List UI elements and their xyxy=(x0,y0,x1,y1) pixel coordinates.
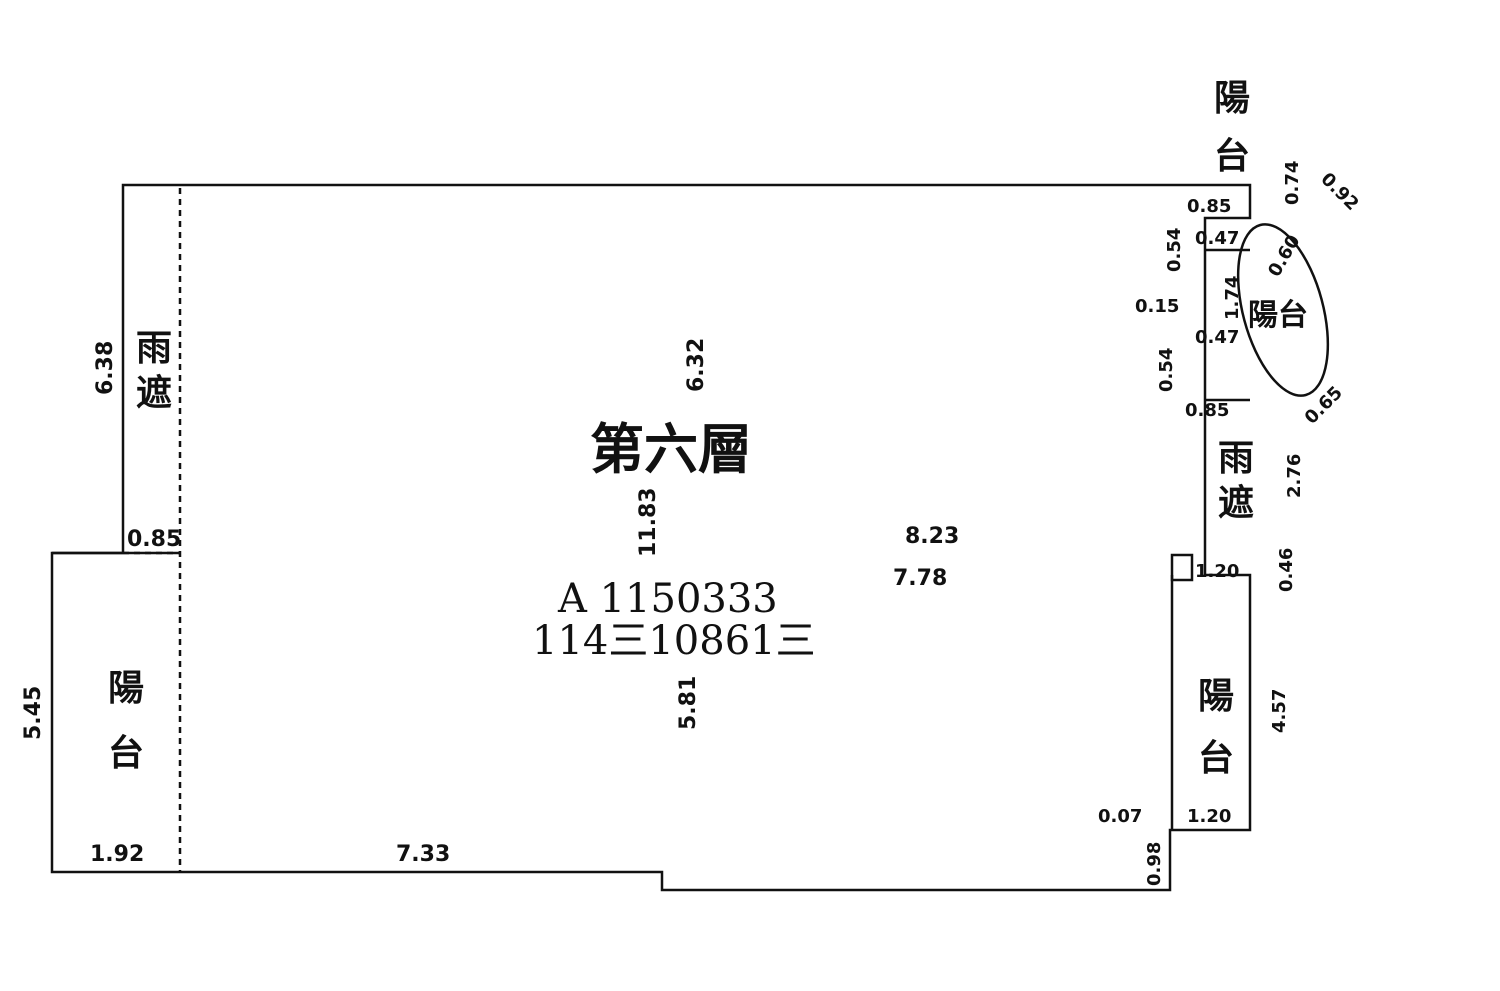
left-balcony-label-top: 陽 xyxy=(108,668,144,709)
dim-0-47-a: 0.47 xyxy=(1195,228,1239,249)
dim-2-76: 2.76 xyxy=(1284,454,1305,498)
stamp-line-2: 114三10861三 xyxy=(532,618,816,664)
dim-0-74: 0.74 xyxy=(1282,161,1303,205)
dim-0-07: 0.07 xyxy=(1098,806,1142,827)
dim-6-38: 6.38 xyxy=(93,341,118,395)
right-bottom-balcony-label-top: 陽 xyxy=(1198,676,1234,717)
dim-1-74: 1.74 xyxy=(1222,276,1243,320)
oval-balcony-label: 陽台 xyxy=(1248,298,1308,333)
dim-11-83: 11.83 xyxy=(636,487,661,557)
dim-1-20-bottom: 1.20 xyxy=(1187,806,1231,827)
left-corridor-label-top: 雨 xyxy=(136,328,172,369)
outer-walls xyxy=(50,183,1330,892)
floor-title: 第六層 xyxy=(590,418,752,481)
dim-6-32: 6.32 xyxy=(684,338,709,392)
left-corridor-label-bottom: 遮 xyxy=(136,373,172,414)
dim-8-23: 8.23 xyxy=(905,524,959,549)
dim-0-85-left: 0.85 xyxy=(127,527,181,552)
oval-balcony-outline xyxy=(1236,223,1330,397)
dim-0-92: 0.92 xyxy=(1316,169,1362,215)
dim-4-57: 4.57 xyxy=(1269,689,1290,733)
dim-1-20-top: 1.20 xyxy=(1195,561,1239,582)
dim-0-54-a: 0.54 xyxy=(1164,228,1185,272)
dim-5-81: 5.81 xyxy=(676,676,701,730)
stamp-line-1: A 1150333 xyxy=(557,576,778,622)
dim-0-60: 0.60 xyxy=(1264,232,1304,281)
dim-7-33: 7.33 xyxy=(396,842,450,867)
dim-0-85-top: 0.85 xyxy=(1187,196,1231,217)
right-corridor-label-top: 雨 xyxy=(1218,438,1254,479)
dim-1-92: 1.92 xyxy=(90,842,144,867)
dim-7-78: 7.78 xyxy=(893,566,947,591)
right-corridor-label-bottom: 遮 xyxy=(1218,483,1254,524)
dim-0-98: 0.98 xyxy=(1144,842,1165,886)
left-balcony-label-bottom: 台 xyxy=(108,733,144,774)
dim-0-47-b: 0.47 xyxy=(1195,327,1239,348)
dim-0-15: 0.15 xyxy=(1135,296,1179,317)
dim-5-45: 5.45 xyxy=(21,686,46,740)
main-outline xyxy=(50,183,1252,892)
right-top-balcony-label-top: 陽 xyxy=(1214,78,1250,119)
right-bottom-balcony-label-bottom: 台 xyxy=(1198,738,1234,779)
dimension-labels: 6.32 11.83 8.23 7.78 5.81 7.33 1.92 5.45… xyxy=(21,161,1363,886)
dim-0-54-b: 0.54 xyxy=(1156,348,1177,392)
right-top-balcony-label-bottom: 台 xyxy=(1214,136,1250,177)
dim-0-46: 0.46 xyxy=(1276,548,1297,592)
right-notch xyxy=(1170,553,1194,582)
dim-0-85-mid: 0.85 xyxy=(1185,400,1229,421)
dim-0-65: 0.65 xyxy=(1301,382,1347,428)
